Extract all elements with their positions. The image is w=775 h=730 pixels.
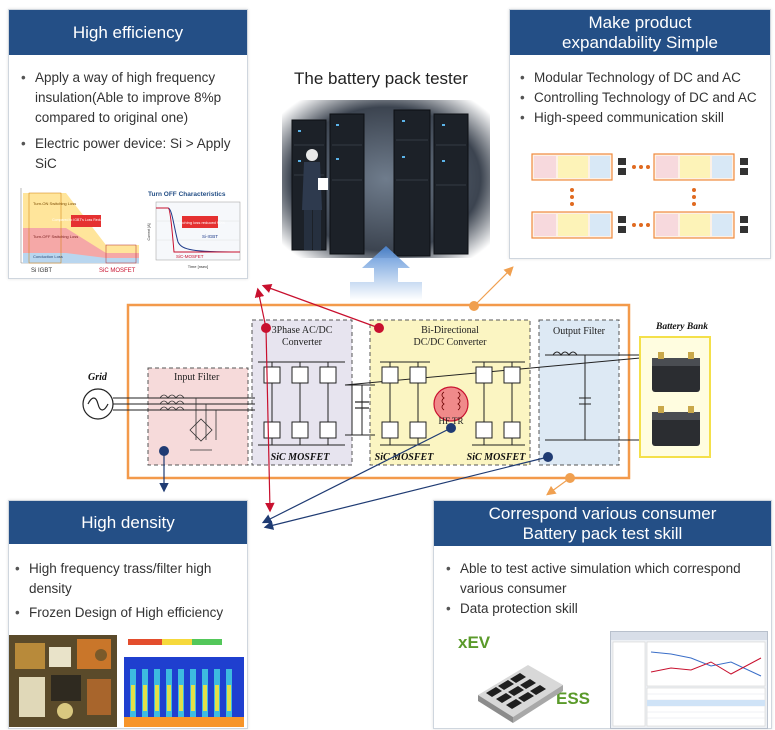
software-screenshot xyxy=(610,631,768,729)
chart-label-si-igbt: Si IGBT xyxy=(31,268,52,274)
navy-arrow xyxy=(263,456,549,530)
thermal-simulation xyxy=(124,635,244,727)
bullet-item: Controlling Technology of DC and AC xyxy=(520,88,766,108)
input-filter-label: Input Filter xyxy=(174,372,220,383)
red-arrow xyxy=(261,283,380,329)
panel-consumer: Correspond various consumer Battery pack… xyxy=(433,500,772,729)
acdc-label: 3Phase AC/DC xyxy=(272,325,333,336)
pcb-photo xyxy=(9,635,117,727)
turn-off-chart: Turn OFF Characteristics Switching loss … xyxy=(144,188,244,274)
bullet-item: Apply a way of high frequency insulation… xyxy=(21,68,243,128)
red-arrow xyxy=(254,287,267,329)
x-axis-label: Time [nsec] xyxy=(188,264,209,269)
y-axis-label: Current [A] xyxy=(147,224,151,241)
sic-label: SiC MOSFET xyxy=(271,452,331,463)
panel-header-text: Correspond various consumer xyxy=(488,503,717,523)
orange-arrow xyxy=(546,477,571,496)
battery-pack-svg xyxy=(478,665,563,723)
panel-header: High efficiency xyxy=(9,10,247,55)
battery-pack-image xyxy=(468,635,568,725)
bullet-list: Able to test active simulation which cor… xyxy=(446,559,766,619)
curve-label-sic: SiC-MOSFET xyxy=(176,254,204,259)
tester-photo xyxy=(282,100,490,258)
chart-callout-text: Switching loss reduced 90% xyxy=(175,220,225,225)
sic-label: SiC MOSFET xyxy=(375,452,435,463)
loss-comparison-chart: Compared to IGBT's Loss Reduced by 71% T… xyxy=(11,183,141,275)
panel-header-text: High efficiency xyxy=(72,22,184,42)
thermal-simulation-svg xyxy=(124,639,244,727)
panel-header: High density xyxy=(9,501,247,544)
chart-label: Conduction Loss xyxy=(33,254,63,259)
panel-header-text: High density xyxy=(81,512,175,532)
battery-icon xyxy=(652,406,700,446)
bullet-item: Data protection skill xyxy=(446,599,766,619)
bullet-item: Able to test active simulation which cor… xyxy=(446,559,766,599)
curve-label-si: Si-IGBT xyxy=(202,234,218,239)
bullet-item: Electric power device: Si > Apply SiC xyxy=(21,134,243,174)
bullet-item: Modular Technology of DC and AC xyxy=(520,68,766,88)
panel-header-text: Battery pack test skill xyxy=(522,523,683,543)
panel-high-efficiency: High efficiency Apply a way of high freq… xyxy=(8,9,248,279)
orange-arrow xyxy=(473,266,514,307)
sic-label: SiC MOSFET xyxy=(467,452,527,463)
chart-label: Turn-OFF Switching Loss xyxy=(33,234,78,239)
output-filter-block xyxy=(538,319,620,466)
software-screenshot-svg xyxy=(611,632,767,727)
hf-tr-label: HF TR xyxy=(438,416,463,426)
bullet-item: Frozen Design of High efficiency xyxy=(15,603,241,623)
modular-diagram xyxy=(530,150,758,244)
chart-callout-text: Compared to IGBT's Loss Reduced by 71% xyxy=(52,218,120,222)
dcdc-label: Bi-Directional xyxy=(421,325,479,336)
panel-header: Make product expandability Simple xyxy=(510,10,770,55)
chart-title: Turn OFF Characteristics xyxy=(148,191,226,198)
modular-diagram-svg xyxy=(531,153,748,239)
battery-icon xyxy=(652,352,700,392)
ess-label: ESS xyxy=(556,689,591,708)
bullet-item: High frequency trass/filter high density xyxy=(15,559,241,599)
up-arrow xyxy=(350,246,422,300)
grid-label: Grid xyxy=(88,372,108,383)
battery-bank-label: Battery Bank xyxy=(655,322,708,332)
page-title: The battery pack tester xyxy=(294,69,468,88)
chart-label: Turn-ON Switching Loss xyxy=(33,201,76,206)
bullet-list: Apply a way of high frequency insulation… xyxy=(21,68,243,174)
bullet-list: High frequency trass/filter high density… xyxy=(15,559,241,623)
output-filter-label: Output Filter xyxy=(553,326,606,337)
panel-header-text: expandability Simple xyxy=(562,32,718,52)
bullet-item: High-speed communication skill xyxy=(520,108,766,128)
hf-transformer xyxy=(433,386,469,422)
dcdc-label: DC/DC Converter xyxy=(413,337,487,348)
navy-arrow xyxy=(261,427,452,524)
acdc-label: Converter xyxy=(282,337,323,348)
loss-chart-svg: Compared to IGBT's Loss Reduced by 71% T… xyxy=(20,188,139,274)
bullet-list: Modular Technology of DC and AC Controll… xyxy=(520,68,766,128)
turn-off-svg: Turn OFF Characteristics Switching loss … xyxy=(147,191,241,269)
panel-header: Correspond various consumer Battery pack… xyxy=(434,501,771,546)
panel-expandability: Make product expandability Simple Modula… xyxy=(509,9,771,259)
red-arrow xyxy=(265,327,275,513)
tester-photo-svg xyxy=(282,100,490,258)
panel-high-density: High density High frequency trass/filter… xyxy=(8,500,248,729)
chart-label-sic: SiC MOSFET xyxy=(99,268,136,274)
pcb-photo-svg xyxy=(9,635,117,727)
panel-header-text: Make product xyxy=(588,12,692,32)
xev-label: xEV xyxy=(458,633,491,652)
